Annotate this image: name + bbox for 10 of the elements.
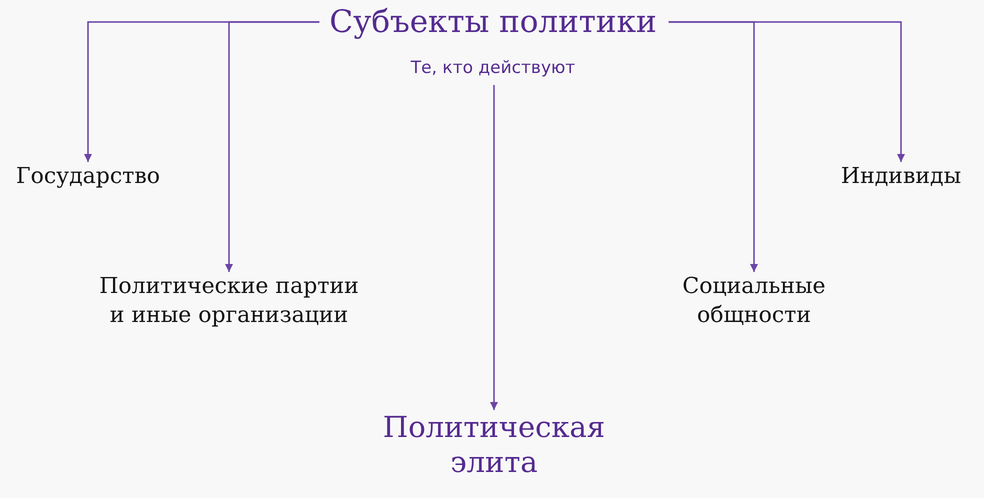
node-label: Политическая элита [354,410,634,480]
node-label: Индивиды [840,162,962,191]
connector-arrow [668,21,905,162]
connector-arrow [490,85,498,410]
subheading-text: Те, кто действуют [410,57,576,79]
connector-arrow [225,21,320,272]
node-label: Государство [16,162,160,191]
node-label: Политические партии и иные организации [94,272,364,330]
heading-text: Субъекты политики [329,3,657,41]
node-label: Социальные общности [654,272,854,330]
